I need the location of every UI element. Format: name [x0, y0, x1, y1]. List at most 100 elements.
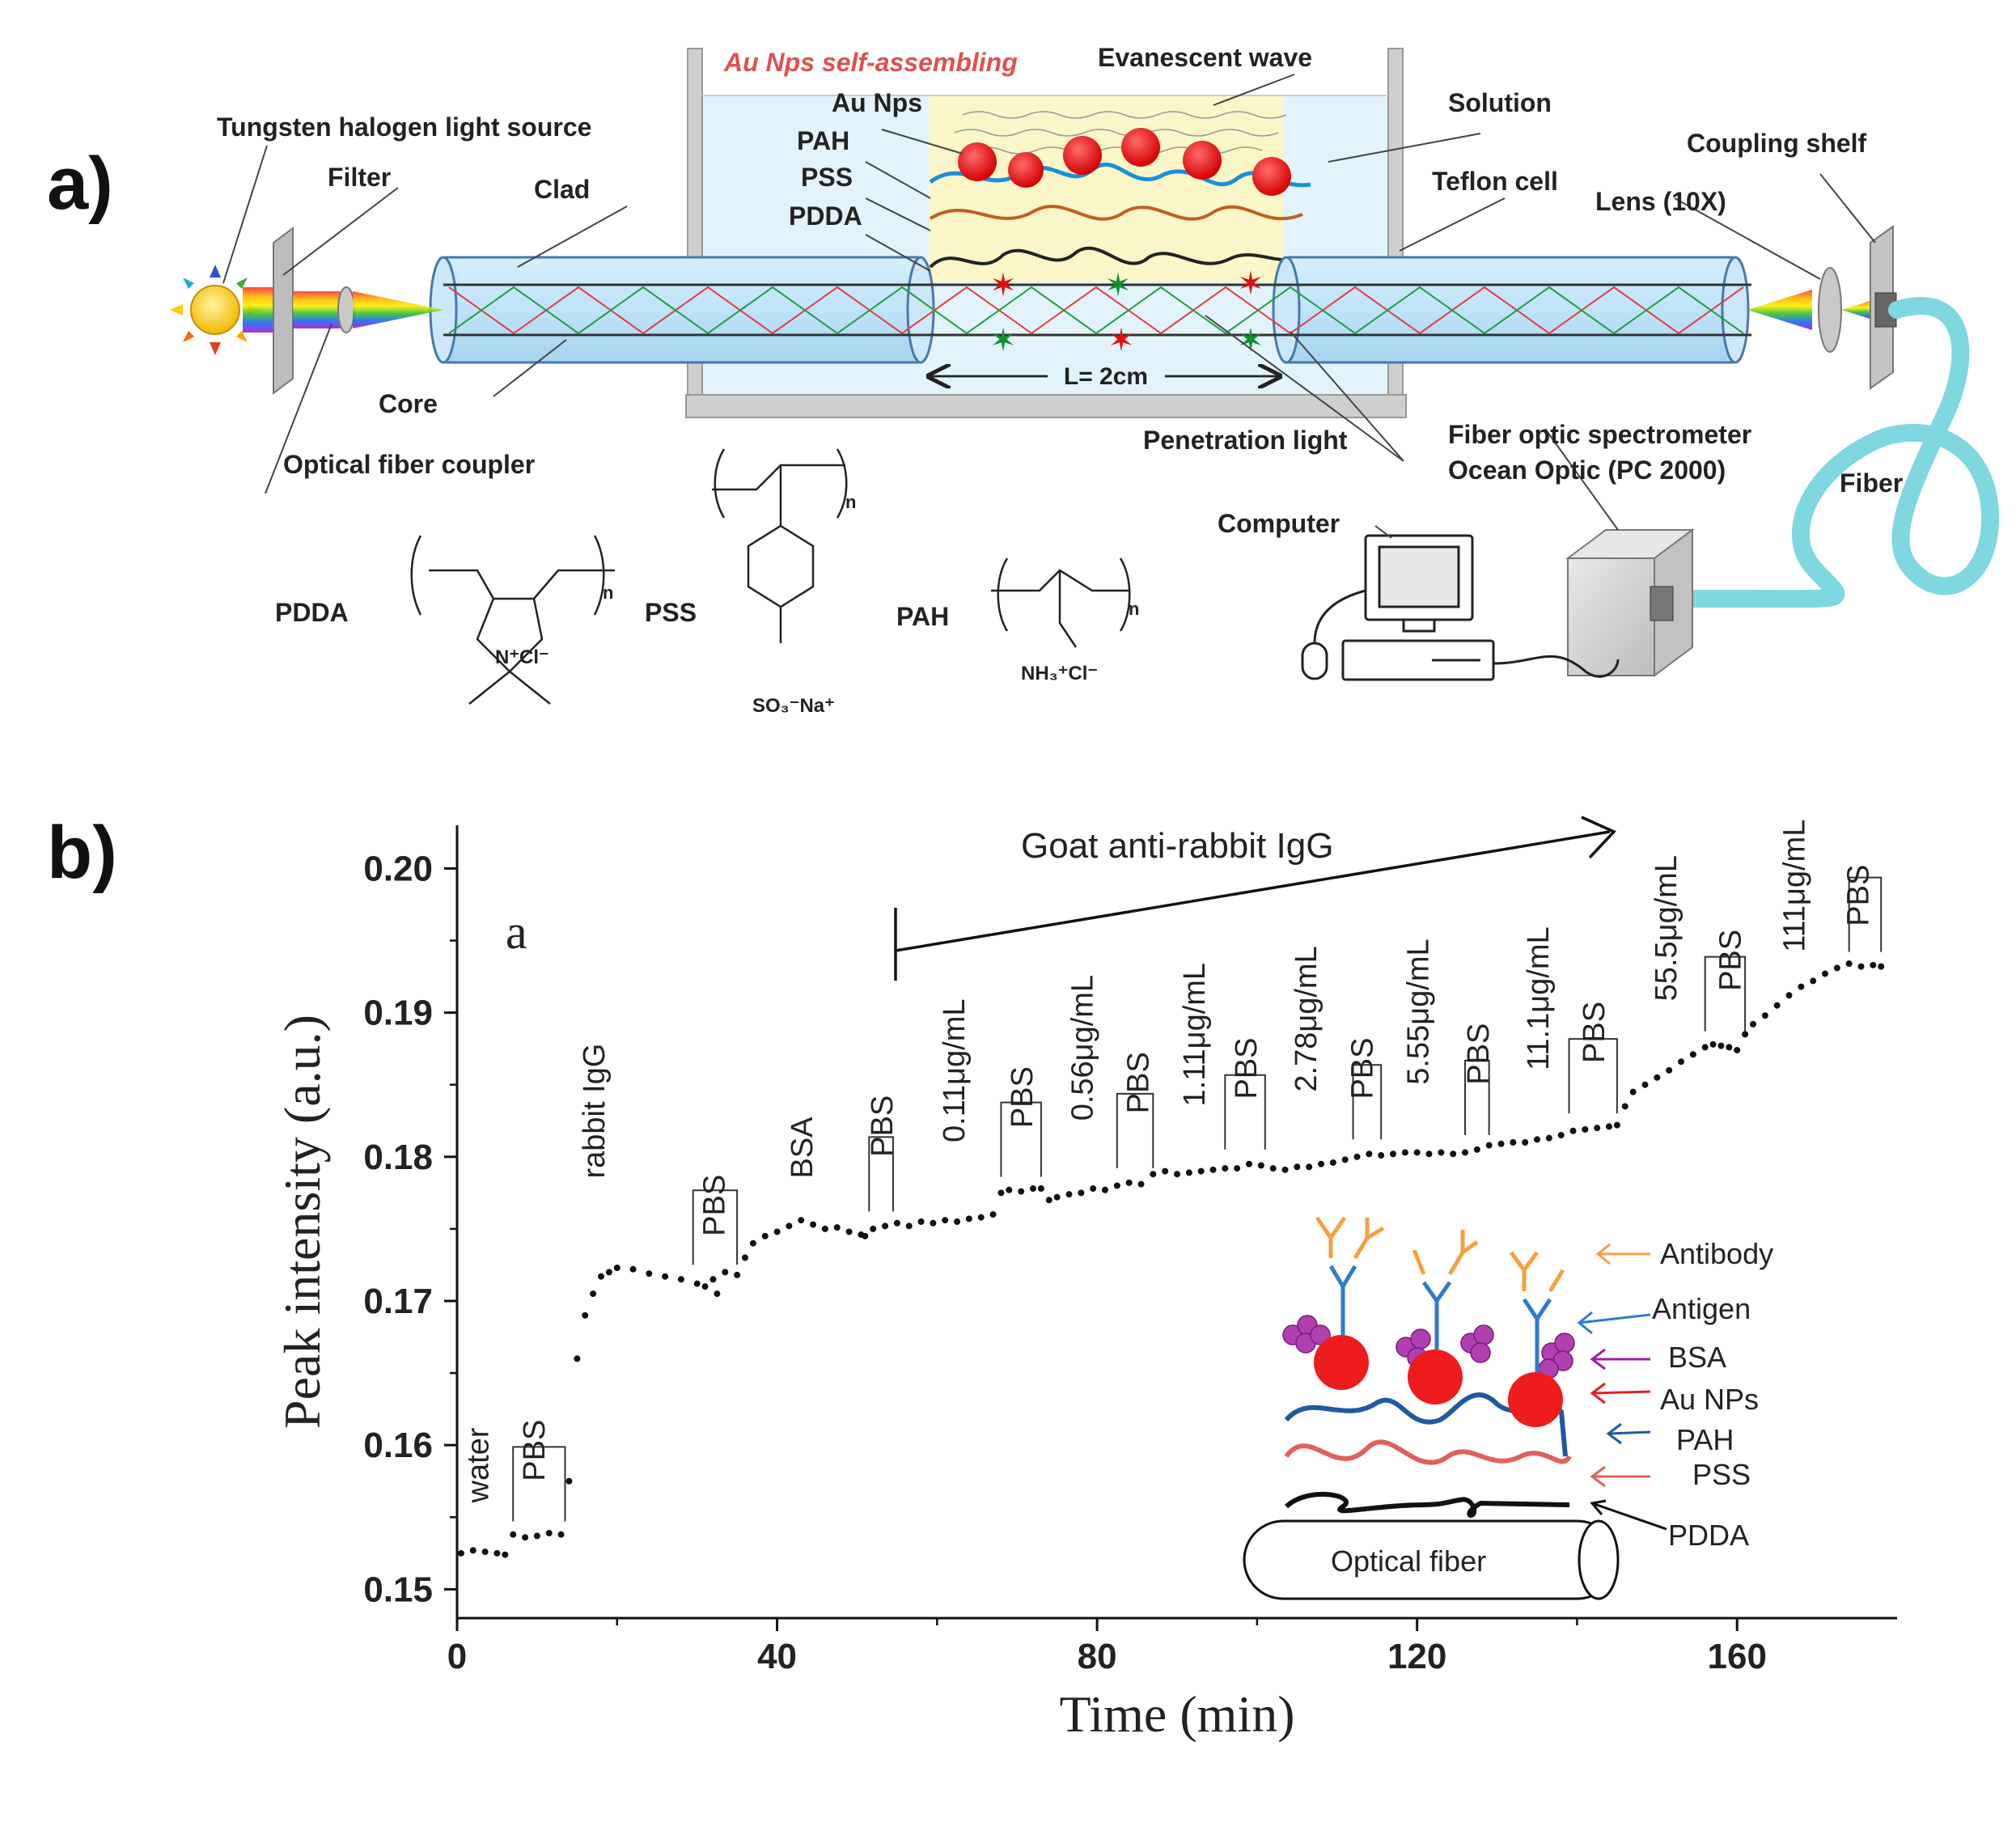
pbs-bracket: [1116, 1092, 1154, 1168]
annotation-label: 11.1μg/mL: [1522, 926, 1556, 1070]
data-point: [930, 1219, 937, 1227]
data-point: [1857, 963, 1865, 970]
y-tick-label: 0.18: [363, 1138, 433, 1177]
data-point: [905, 1222, 913, 1230]
data-point: [761, 1232, 769, 1239]
data-point: [786, 1222, 793, 1230]
struct-pah-name: PAH: [896, 602, 949, 631]
inset-antigen-label: Antigen: [1652, 1292, 1751, 1325]
data-point: [1654, 1074, 1661, 1081]
annotation-label: 5.55μg/mL: [1402, 939, 1436, 1084]
data-point: [613, 1265, 620, 1272]
data-point: [1629, 1088, 1637, 1095]
data-point: [1833, 964, 1840, 972]
annotation-label: water: [462, 1427, 496, 1503]
x-tick-label: 80: [1078, 1637, 1117, 1676]
data-point: [882, 1222, 889, 1230]
data-point: [1306, 1163, 1313, 1171]
data-point: [917, 1218, 925, 1225]
inset-antibody-label: Antibody: [1660, 1237, 1773, 1270]
fiber-cable: [1682, 297, 2000, 608]
data-point: [1137, 1180, 1145, 1188]
data-point: [742, 1254, 748, 1261]
data-point: [1621, 1103, 1628, 1110]
data-point: [1870, 961, 1877, 968]
data-point: [1222, 1165, 1229, 1172]
data-point: [810, 1221, 817, 1228]
annotation-label: 1.11μg/mL: [1178, 963, 1212, 1107]
struct-pdda-n: n: [603, 583, 613, 603]
annotation-label: 0.11μg/mL: [938, 998, 972, 1142]
annotation-label: PBS: [697, 1175, 731, 1236]
panel-b-label: b): [47, 811, 117, 894]
light-rays: [448, 286, 1744, 335]
svg-text:✶: ✶: [1104, 267, 1132, 304]
data-point: [1390, 1150, 1396, 1158]
panel-a-label: a): [47, 142, 113, 225]
label-lens: Lens (10X): [1595, 187, 1726, 216]
data-point: [833, 1224, 841, 1231]
annotation-label: 111μg/mL: [1777, 820, 1811, 952]
data-point: [574, 1355, 581, 1362]
sun-icon: [170, 265, 260, 355]
x-tick-label: 160: [1708, 1637, 1767, 1676]
data-point: [646, 1270, 653, 1278]
y-tick-label: 0.16: [363, 1426, 433, 1465]
annotation-label: rabbit IgG: [578, 1044, 612, 1179]
label-spectrometer-2: Ocean Optic (PC 2000): [1448, 456, 1726, 485]
data-point: [677, 1276, 684, 1283]
data-point: [1613, 1121, 1620, 1129]
data-point: [965, 1215, 972, 1222]
data-point: [1006, 1186, 1013, 1193]
teflon-cell-base: [685, 394, 1407, 418]
evanescent-region: [929, 95, 1283, 282]
data-point: [989, 1211, 997, 1218]
data-point: [1150, 1171, 1157, 1178]
annotation-label: PBS: [1345, 1037, 1379, 1099]
data-point: [1717, 1042, 1725, 1049]
label-spectrometer-1: Fiber optic spectrometer: [1448, 420, 1751, 449]
data-point: [1497, 1140, 1505, 1147]
data-point: [1413, 1149, 1421, 1156]
data-point: [1594, 1125, 1601, 1132]
pbs-bracket: [868, 1136, 894, 1212]
data-point: [1037, 1185, 1044, 1193]
data-point: [582, 1311, 589, 1319]
data-point: [502, 1551, 509, 1558]
annotation-label: PBS: [518, 1420, 552, 1481]
inset-pss-label: PSS: [1692, 1458, 1751, 1491]
pbs-bracket: [512, 1446, 566, 1522]
data-point: [1462, 1149, 1468, 1156]
data-point: [1329, 1159, 1336, 1166]
struct-pah-n: n: [1129, 599, 1139, 619]
struct-pdda-group: N⁺Cl⁻: [495, 646, 549, 668]
y-tick-label: 0.19: [363, 994, 433, 1033]
data-point: [701, 1283, 709, 1290]
au-nps: [958, 128, 1291, 196]
data-point: [1113, 1182, 1120, 1189]
data-point: [1701, 1044, 1709, 1051]
annotation-label: PBS: [866, 1095, 900, 1157]
data-point: [1438, 1149, 1445, 1156]
annotation-label: 2.78μg/mL: [1290, 946, 1324, 1091]
label-evanescent: Evanescent wave: [1098, 43, 1312, 72]
annotation-label: 0.56μg/mL: [1065, 975, 1099, 1121]
data-point: [1822, 970, 1828, 977]
label-filter: Filter: [328, 163, 391, 192]
label-penetration: Penetration light: [1143, 426, 1348, 455]
data-point: [1878, 963, 1885, 970]
data-point: [734, 1271, 741, 1278]
data-point: [773, 1228, 781, 1235]
igg-arrow-label: Goat anti-rabbit IgG: [1021, 826, 1333, 866]
data-point: [662, 1273, 669, 1280]
data-point: [590, 1290, 597, 1298]
data-point: [1845, 960, 1853, 968]
data-point: [1378, 1152, 1385, 1159]
pbs-bracket: [1568, 1038, 1618, 1114]
data-point: [1318, 1160, 1324, 1167]
data-point: [1709, 1040, 1717, 1048]
data-point: [1185, 1169, 1192, 1176]
inset-pah-label: PAH: [1676, 1423, 1734, 1456]
